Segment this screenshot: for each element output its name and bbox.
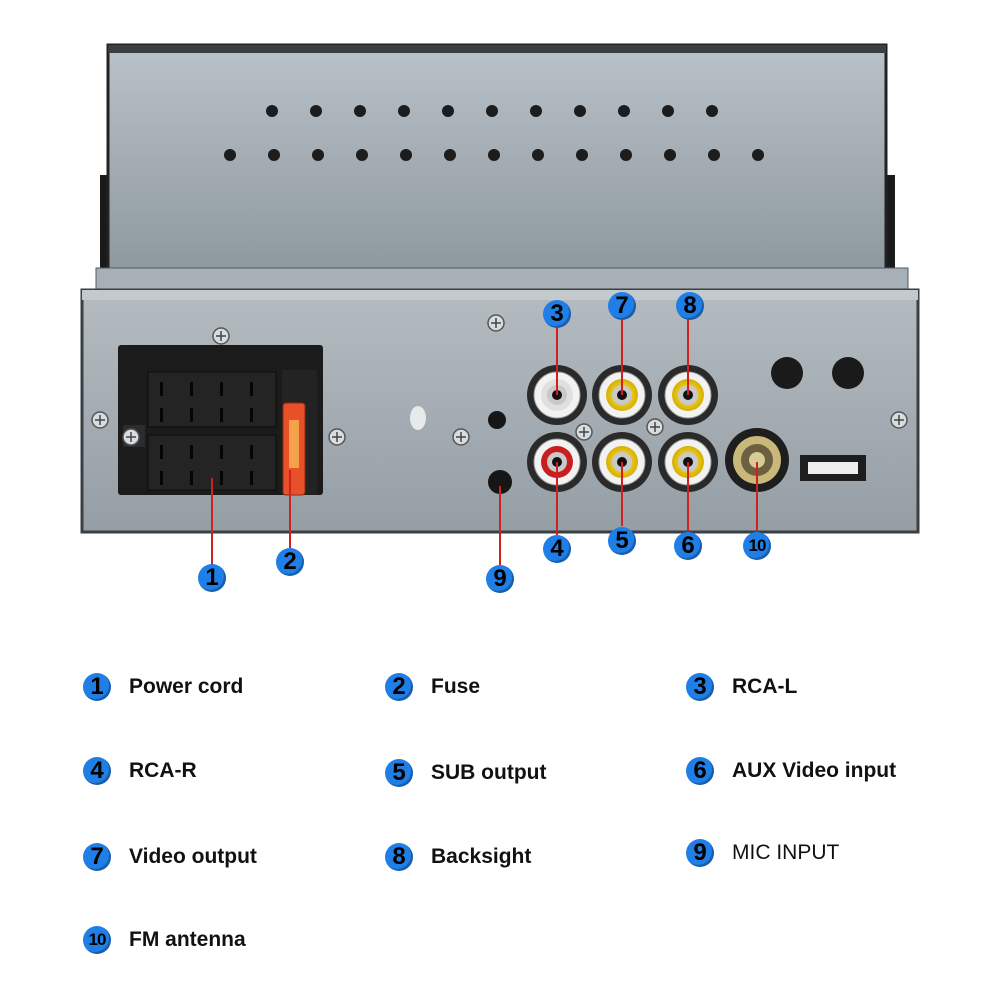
legend-number: 5 bbox=[385, 759, 413, 787]
legend-number: 6 bbox=[686, 757, 714, 785]
legend-label: FM antenna bbox=[129, 928, 246, 951]
callout-7: 7 bbox=[608, 292, 636, 320]
legend-label: Backsight bbox=[431, 845, 532, 868]
legend-item-power-cord: 1 Power cord bbox=[83, 672, 243, 702]
rca-jack bbox=[527, 365, 587, 425]
callout-1: 1 bbox=[198, 564, 226, 592]
stereo-rear-view-drawing bbox=[80, 43, 920, 566]
legend-label: MIC INPUT bbox=[732, 841, 840, 864]
callout-6: 6 bbox=[674, 532, 702, 560]
callout-9: 9 bbox=[486, 565, 514, 593]
legend-label: Video output bbox=[129, 845, 257, 868]
leader-lines bbox=[211, 318, 758, 566]
legend-label: Fuse bbox=[431, 675, 481, 698]
legend: 1 Power cord 2 Fuse 3 RCA-L 4 RCA-R 5 SU… bbox=[0, 640, 1000, 980]
legend-item-video-output: 7 Video output bbox=[83, 842, 257, 872]
legend-label: SUB output bbox=[431, 761, 547, 784]
legend-label: RCA-R bbox=[129, 759, 197, 782]
callout-8: 8 bbox=[676, 292, 704, 320]
callout-10: 10 bbox=[743, 532, 771, 560]
legend-number: 3 bbox=[686, 673, 714, 701]
legend-item-rca-l: 3 RCA-L bbox=[686, 672, 797, 702]
callout-2: 2 bbox=[276, 548, 304, 576]
callout-3: 3 bbox=[543, 300, 571, 328]
legend-item-mic-input: 9 MIC INPUT bbox=[686, 838, 839, 868]
legend-number: 10 bbox=[83, 926, 111, 954]
callout-5: 5 bbox=[608, 527, 636, 555]
legend-number: 8 bbox=[385, 843, 413, 871]
legend-label: RCA-L bbox=[732, 675, 798, 698]
vent-holes bbox=[224, 105, 764, 161]
callout-4: 4 bbox=[543, 535, 571, 563]
legend-label: Power cord bbox=[129, 675, 244, 698]
legend-item-fuse: 2 Fuse bbox=[385, 672, 480, 702]
legend-number: 1 bbox=[83, 673, 111, 701]
legend-number: 4 bbox=[83, 757, 111, 785]
car-stereo-rear-panel-figure: 1 2 3 4 5 6 7 8 9 10 bbox=[80, 43, 920, 593]
fm-antenna-socket bbox=[725, 428, 789, 492]
legend-item-fm-antenna: 10 FM antenna bbox=[83, 925, 246, 955]
fuse bbox=[282, 402, 306, 496]
legend-number: 2 bbox=[385, 673, 413, 701]
legend-item-rca-r: 4 RCA-R bbox=[83, 756, 197, 786]
legend-item-aux-video-input: 6 AUX Video input bbox=[686, 756, 896, 786]
legend-number: 7 bbox=[83, 843, 111, 871]
legend-item-sub-output: 5 SUB output bbox=[385, 758, 546, 788]
mic-input-jack bbox=[488, 470, 512, 494]
legend-label: AUX Video input bbox=[732, 759, 897, 782]
legend-number: 9 bbox=[686, 839, 714, 867]
legend-item-backsight: 8 Backsight bbox=[385, 842, 531, 872]
